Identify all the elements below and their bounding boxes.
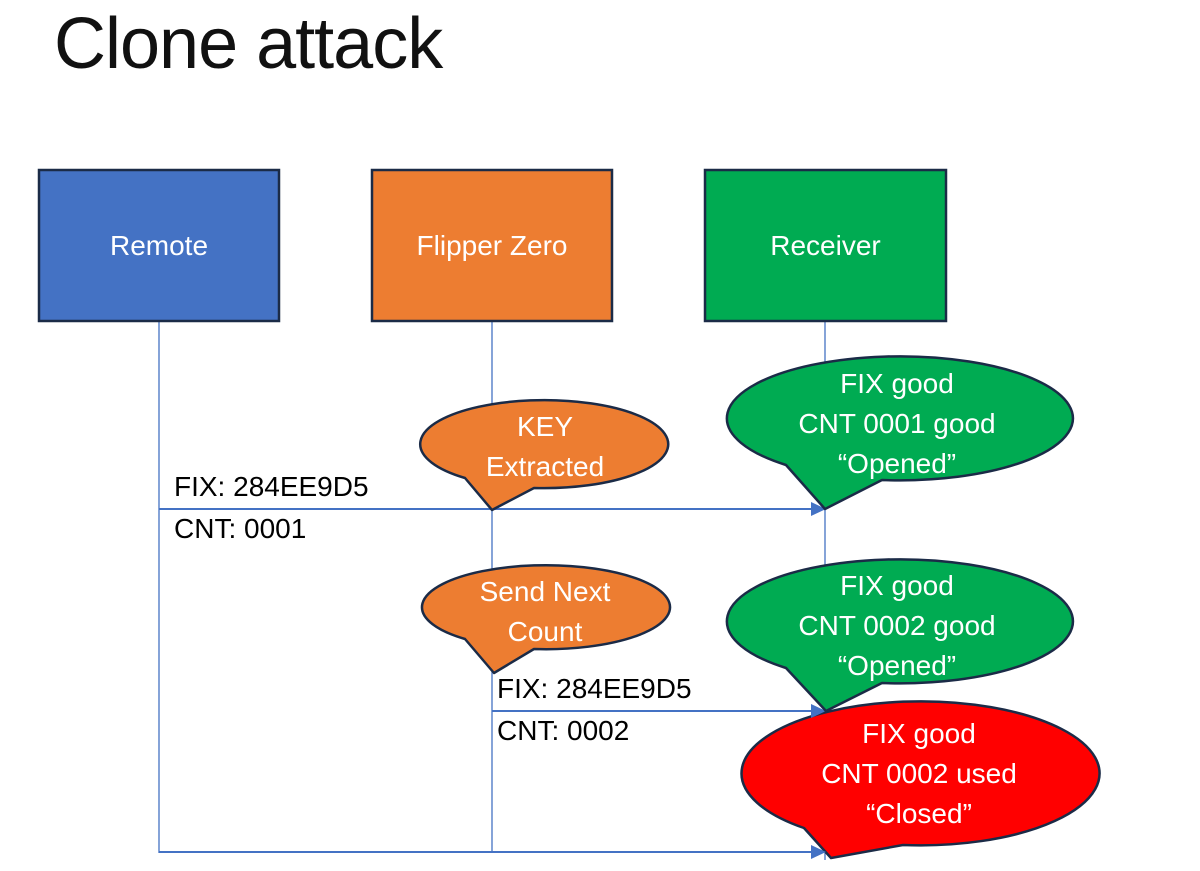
page-title: Clone attack (54, 4, 443, 84)
message-1-fix-label: FIX: 284EE9D5 (174, 471, 369, 502)
actor-box-receiver (703, 168, 948, 323)
callout-cnt-0002-good (725, 558, 1075, 713)
message-2-fix-label: FIX: 284EE9D5 (497, 673, 692, 704)
message-2-cnt-label: CNT: 0002 (497, 715, 630, 746)
callout-cnt-0002-used (740, 700, 1101, 860)
message-1-cnt-label: CNT: 0001 (174, 513, 307, 544)
arrowhead-1-icon (811, 502, 826, 516)
arrowhead-3-icon (811, 845, 826, 859)
callout-cnt-0001-good (725, 355, 1075, 511)
message-arrow-lines (159, 508, 813, 853)
actor-box-flipper (370, 168, 614, 323)
callout-send-next-count (420, 563, 672, 675)
arrowhead-2-icon (811, 704, 826, 718)
actor-box-remote (37, 168, 281, 323)
message-arrowheads (811, 502, 826, 859)
callout-key-extracted (418, 398, 670, 512)
